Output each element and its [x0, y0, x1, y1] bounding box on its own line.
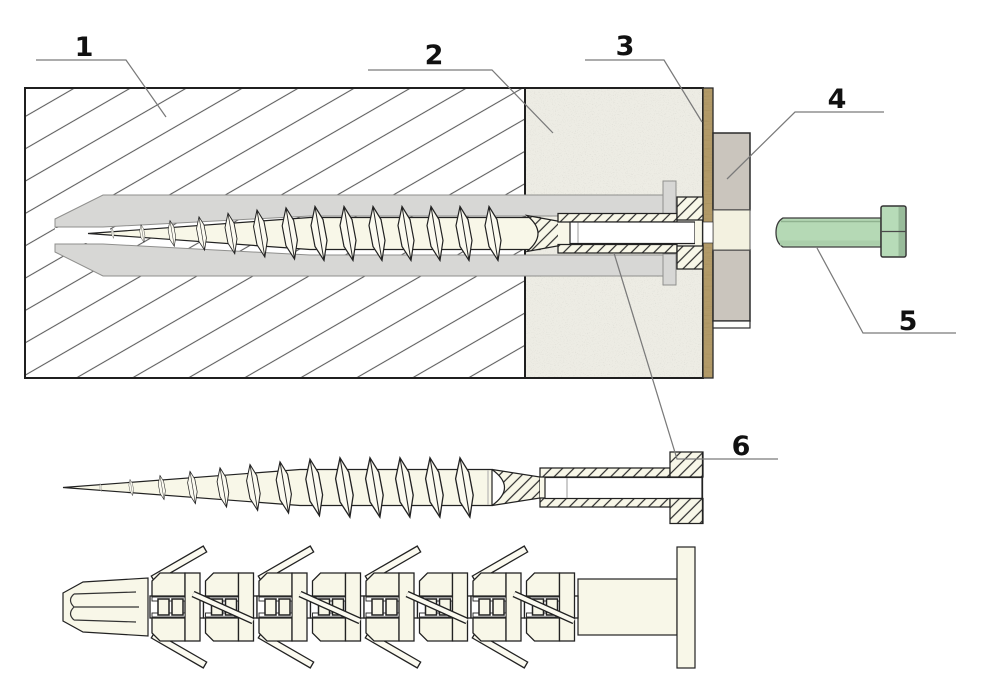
sleeve-bottom-prong: [54, 243, 664, 277]
screw-cone-cut: [524, 214, 561, 253]
expansion-anchor: [62, 545, 696, 669]
flange-face: [695, 220, 703, 246]
sleeve-nut-bore: [569, 221, 696, 245]
screw-in-assembly: [87, 196, 714, 270]
flange-bottom-cut: [676, 245, 704, 270]
bolt-shaft: [775, 217, 882, 248]
flange-top-cut: [676, 196, 704, 221]
callout-2-leader: [368, 69, 554, 134]
callout-3-leader: [585, 59, 703, 123]
callout-labels: 1 2 3 4 5 6: [75, 31, 918, 462]
callout-5-label: 5: [899, 306, 918, 337]
callout-3-label: 3: [616, 31, 635, 62]
hex-bolt: [775, 205, 907, 258]
callout-5-leader: [816, 247, 956, 334]
screw2-flange-bottom: [669, 497, 704, 525]
anchor-flange: [676, 546, 696, 669]
sleeve-nut-wall-top: [557, 212, 678, 223]
sleeve-split-gap: [55, 228, 110, 243]
callout-leaders: [36, 59, 956, 460]
screw2-wall-top: [539, 467, 671, 478]
anchor-sleeve: [54, 180, 677, 286]
callout-6-leader: [613, 252, 778, 460]
callout-6-label: 6: [732, 431, 751, 462]
sleeve-nut-wall-bottom: [557, 243, 678, 254]
mounting-block: [712, 132, 751, 329]
screw2-bore: [544, 476, 703, 500]
anchor-tail: [577, 578, 678, 636]
callout-1-leader: [36, 59, 167, 118]
callout-2-label: 2: [425, 40, 444, 71]
screw2-wall-bottom: [539, 497, 671, 508]
callout-4-leader: [726, 111, 884, 180]
screw2-cone-cut: [491, 468, 541, 507]
sleeve-bottom-collar: [662, 253, 677, 286]
anchor-tie-rods: [191, 590, 576, 625]
callout-1-label: 1: [75, 32, 94, 63]
callout-4-label: 4: [828, 84, 847, 115]
anchor-nose-detail: [69, 591, 139, 623]
mounting-block-slot: [712, 209, 751, 251]
backing-hole: [702, 221, 714, 244]
sleeve-top-collar: [662, 180, 677, 217]
insulation-screw: [62, 451, 704, 525]
screw2-flange-top: [669, 451, 704, 478]
mounting-block-strip: [712, 320, 751, 329]
